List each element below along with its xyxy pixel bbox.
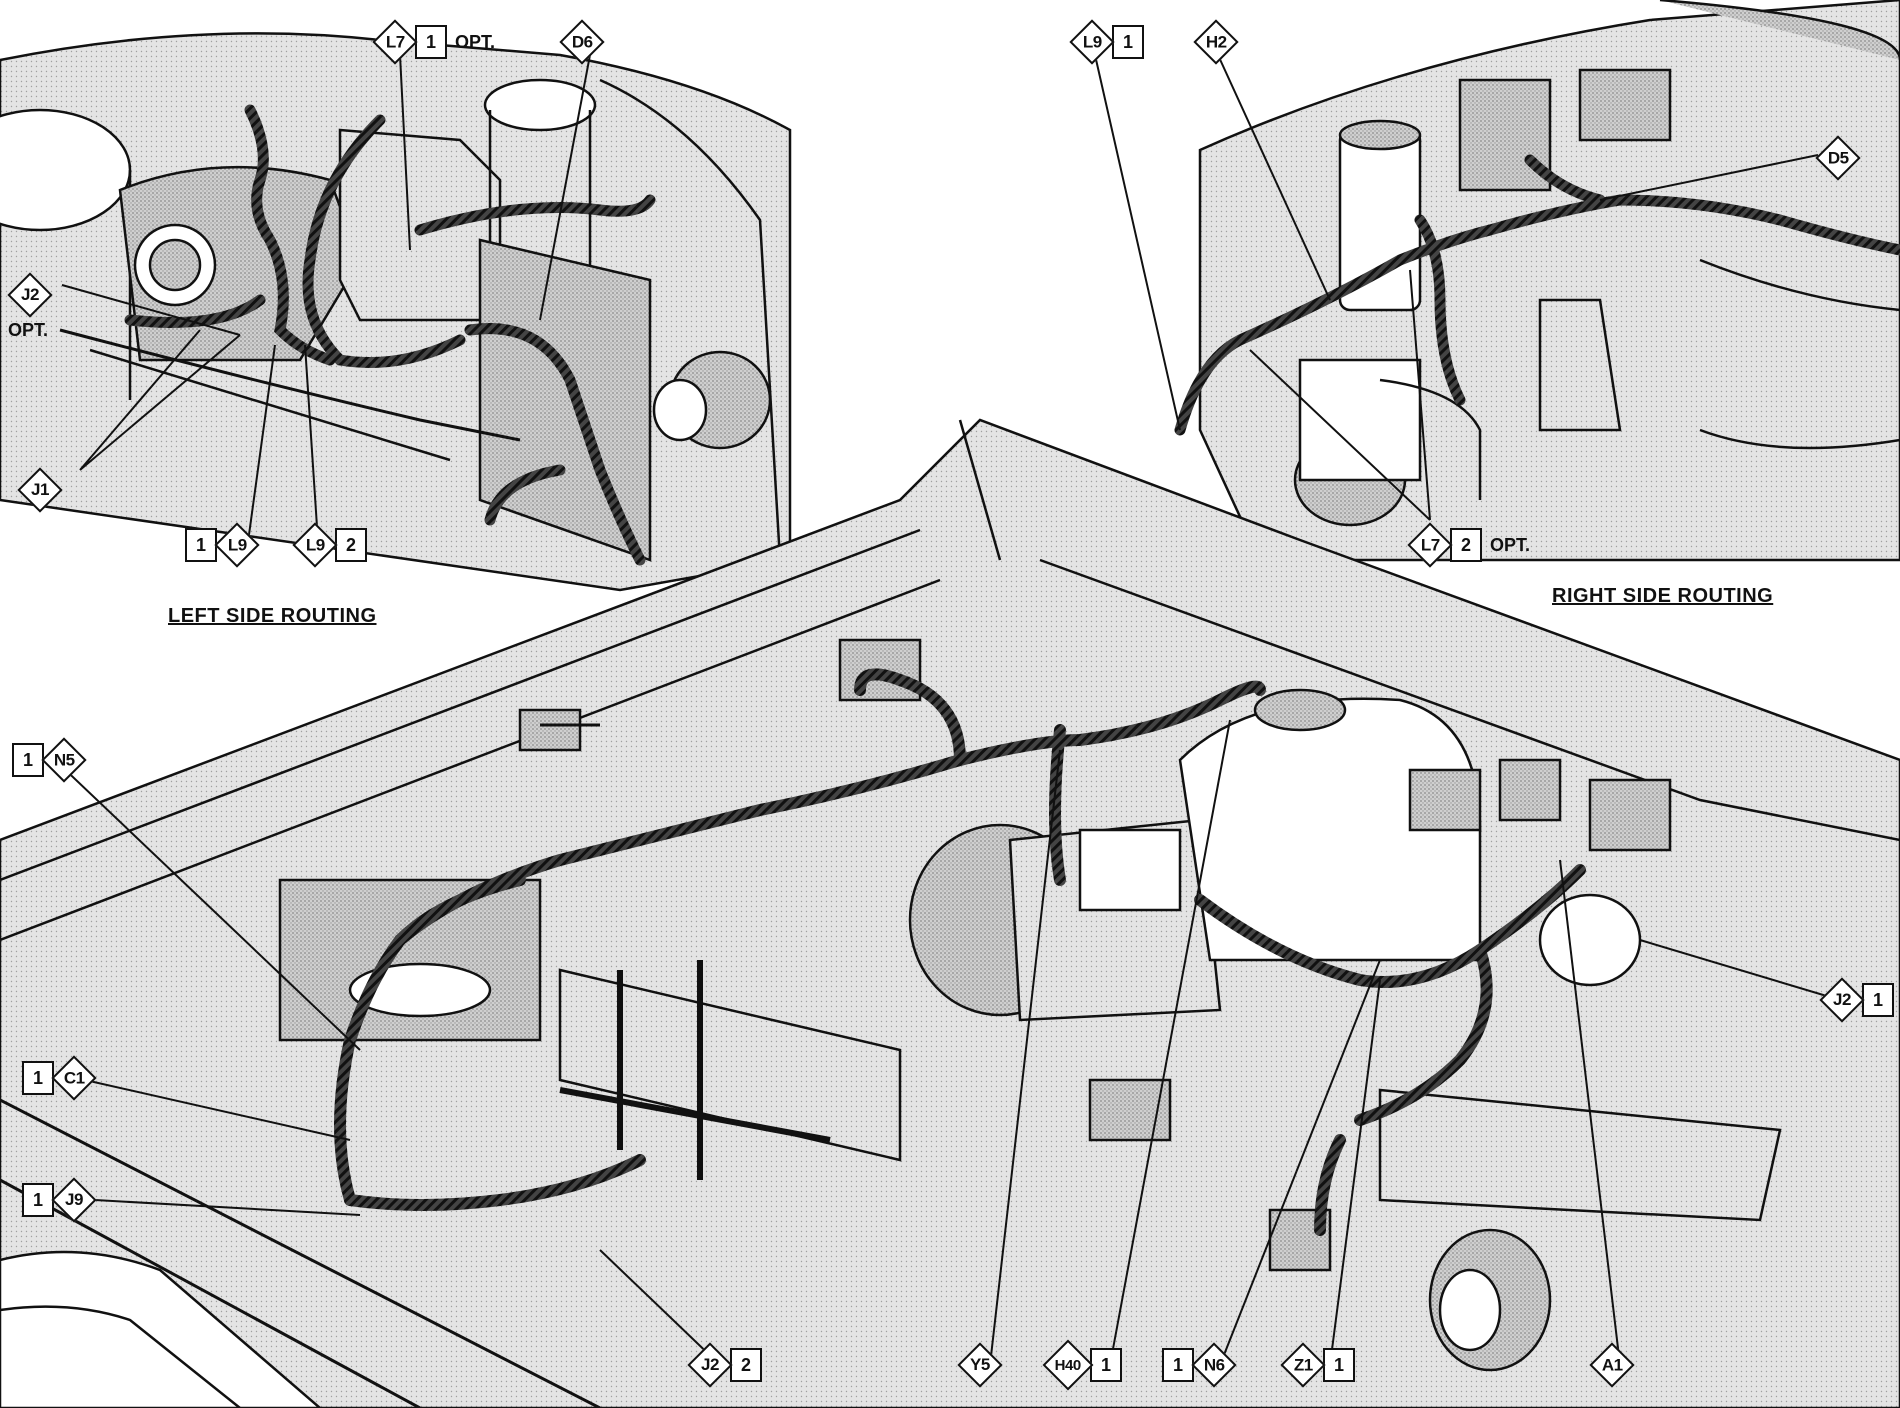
callout-l7-1-opt: L7 1 OPT.: [372, 19, 495, 65]
callout-j2-opt-note: OPT.: [8, 320, 49, 340]
callout-n5: 1 N5: [12, 737, 87, 783]
callout-l9-1-right: L9 1: [1069, 19, 1144, 65]
callout-j9: 1 J9: [22, 1177, 97, 1223]
callout-l9-1-left: 1 L9: [185, 522, 260, 568]
left-inset-harness: [124, 104, 656, 566]
right-inset-harness: [1174, 154, 1900, 436]
callout-d6: D6: [559, 19, 605, 65]
leader-lines: [54, 54, 1841, 1366]
callout-a1: A1: [1589, 1342, 1635, 1388]
callout-h2: H2: [1193, 19, 1239, 65]
callout-d5: D5: [1815, 135, 1861, 181]
callout-j2-2: J2 2: [687, 1342, 762, 1388]
right-routing-inset: [1198, 0, 1900, 562]
callout-j1: J1: [17, 467, 63, 513]
callout-h40: H40 1: [1042, 1339, 1122, 1391]
callout-j2-opt: J2: [7, 272, 53, 318]
left-routing-inset: [0, 32, 792, 592]
callout-l9-2-left: L9 2: [292, 522, 367, 568]
callout-n6: 1 N6: [1162, 1342, 1237, 1388]
callout-j2-1: J2 1: [1819, 977, 1894, 1023]
main-engine-bay: [0, 418, 1900, 1408]
callout-c1: 1 C1: [22, 1055, 97, 1101]
callout-l7-2-opt: L7 2 OPT.: [1407, 522, 1530, 568]
callout-y5: Y5: [957, 1342, 1003, 1388]
callout-z1: Z1 1: [1280, 1342, 1355, 1388]
right-side-routing-caption: RIGHT SIDE ROUTING: [1552, 585, 1774, 607]
main-harness: [334, 668, 1586, 1236]
callout-diamond: L7: [372, 19, 418, 65]
left-side-routing-caption: LEFT SIDE ROUTING: [168, 605, 377, 627]
